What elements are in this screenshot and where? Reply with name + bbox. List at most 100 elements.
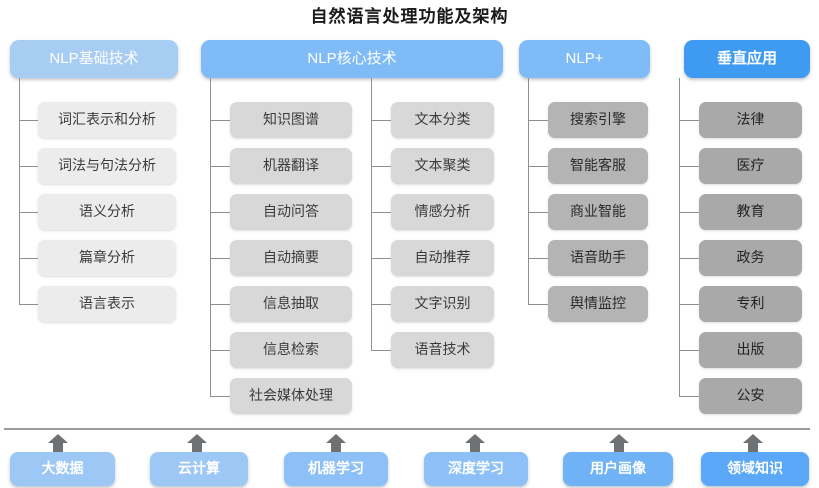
leaf-box[interactable]: 词汇表示和分析 xyxy=(38,102,176,138)
leaf-box[interactable]: 自动摘要 xyxy=(230,240,352,276)
foundation-label: 领域知识 xyxy=(727,460,783,477)
leaf-label: 商业智能 xyxy=(570,203,626,220)
connector-stub xyxy=(19,212,38,213)
group-header-nlp-core[interactable]: NLP核心技术 xyxy=(201,40,503,78)
leaf-box[interactable]: 公安 xyxy=(699,378,802,414)
arrow-up-icon xyxy=(464,434,486,454)
foundation-label: 云计算 xyxy=(178,460,220,477)
foundation-box-user-profile[interactable]: 用户画像 xyxy=(563,452,673,486)
leaf-box[interactable]: 语音技术 xyxy=(391,332,494,368)
leaf-label: 语义分析 xyxy=(79,203,135,220)
connector-trunk-col1 xyxy=(19,78,20,305)
arrow-up-icon xyxy=(325,434,347,454)
leaf-label: 自动问答 xyxy=(263,203,319,220)
leaf-box[interactable]: 语言表示 xyxy=(38,286,176,322)
leaf-box[interactable]: 政务 xyxy=(699,240,802,276)
connector-stub xyxy=(528,258,548,259)
arrow-up-icon xyxy=(186,434,208,454)
group-header-nlp-plus[interactable]: NLP+ xyxy=(519,40,650,78)
foundation-box-ml[interactable]: 机器学习 xyxy=(284,452,388,486)
leaf-box[interactable]: 社会媒体处理 xyxy=(230,378,352,414)
leaf-box[interactable]: 知识图谱 xyxy=(230,102,352,138)
leaf-box[interactable]: 出版 xyxy=(699,332,802,368)
foundation-box-bigdata[interactable]: 大数据 xyxy=(10,452,115,486)
leaf-label: 教育 xyxy=(736,203,765,220)
foundation-box-dl[interactable]: 深度学习 xyxy=(424,452,528,486)
connector-stub xyxy=(210,396,230,397)
leaf-box[interactable]: 情感分析 xyxy=(391,194,494,230)
leaf-box[interactable]: 信息抽取 xyxy=(230,286,352,322)
foundation-box-domain-knowledge[interactable]: 领域知识 xyxy=(701,452,809,486)
leaf-label: 舆情监控 xyxy=(570,295,626,312)
connector-stub xyxy=(210,304,230,305)
leaf-box[interactable]: 专利 xyxy=(699,286,802,322)
leaf-box[interactable]: 自动问答 xyxy=(230,194,352,230)
group-header-vertical-app[interactable]: 垂直应用 xyxy=(684,40,810,78)
leaf-box[interactable]: 机器翻译 xyxy=(230,148,352,184)
connector-stub xyxy=(679,212,699,213)
foundation-divider xyxy=(4,428,810,430)
group-header-nlp-basic[interactable]: NLP基础技术 xyxy=(10,40,178,78)
leaf-label: 信息抽取 xyxy=(263,295,319,312)
leaf-box[interactable]: 自动推荐 xyxy=(391,240,494,276)
arrow-up-icon xyxy=(742,434,764,454)
leaf-box[interactable]: 搜索引擎 xyxy=(548,102,648,138)
page-title: 自然语言处理功能及架构 xyxy=(310,7,509,26)
connector-stub xyxy=(371,212,391,213)
leaf-label: 社会媒体处理 xyxy=(249,387,333,404)
watermark-text xyxy=(600,480,819,488)
connector-stub xyxy=(679,166,699,167)
leaf-box[interactable]: 篇章分析 xyxy=(38,240,176,276)
leaf-label: 语音技术 xyxy=(414,341,471,358)
leaf-label: 情感分析 xyxy=(414,203,471,220)
leaf-label: 自动推荐 xyxy=(414,249,471,266)
leaf-label: 词汇表示和分析 xyxy=(58,111,156,128)
leaf-box[interactable]: 文本聚类 xyxy=(391,148,494,184)
group-header-label: NLP核心技术 xyxy=(307,49,397,67)
leaf-box[interactable]: 智能客服 xyxy=(548,148,648,184)
leaf-label: 智能客服 xyxy=(570,157,626,174)
leaf-label: 语音助手 xyxy=(570,249,626,266)
leaf-label: 篇章分析 xyxy=(79,249,135,266)
connector-stub xyxy=(19,120,38,121)
leaf-label: 知识图谱 xyxy=(263,111,319,128)
leaf-box[interactable]: 舆情监控 xyxy=(548,286,648,322)
connector-trunk-col3 xyxy=(371,78,372,351)
group-header-label: NLP+ xyxy=(565,49,604,67)
connector-stub xyxy=(210,120,230,121)
leaf-label: 信息检索 xyxy=(263,341,319,358)
connector-stub xyxy=(679,258,699,259)
connector-stub xyxy=(679,350,699,351)
connector-trunk-col2 xyxy=(210,78,211,397)
connector-stub xyxy=(371,350,391,351)
leaf-box[interactable]: 医疗 xyxy=(699,148,802,184)
connector-stub xyxy=(210,212,230,213)
leaf-box[interactable]: 教育 xyxy=(699,194,802,230)
connector-stub xyxy=(19,166,38,167)
leaf-label: 文本分类 xyxy=(414,111,471,128)
connector-stub xyxy=(528,212,548,213)
connector-stub xyxy=(371,120,391,121)
leaf-box[interactable]: 法律 xyxy=(699,102,802,138)
leaf-box[interactable]: 商业智能 xyxy=(548,194,648,230)
connector-stub xyxy=(528,166,548,167)
leaf-label: 文本聚类 xyxy=(414,157,471,174)
foundation-label: 深度学习 xyxy=(448,460,504,477)
leaf-box[interactable]: 文本分类 xyxy=(391,102,494,138)
connector-trunk-col4 xyxy=(528,78,529,305)
leaf-box[interactable]: 词法与句法分析 xyxy=(38,148,176,184)
connector-stub xyxy=(19,258,38,259)
group-header-label: 垂直应用 xyxy=(716,49,777,67)
leaf-box[interactable]: 信息检索 xyxy=(230,332,352,368)
connector-stub xyxy=(210,350,230,351)
connector-stub xyxy=(371,258,391,259)
foundation-box-cloud[interactable]: 云计算 xyxy=(150,452,248,486)
leaf-box[interactable]: 文字识别 xyxy=(391,286,494,322)
foundation-label: 机器学习 xyxy=(308,460,364,477)
leaf-box[interactable]: 语义分析 xyxy=(38,194,176,230)
group-header-label: NLP基础技术 xyxy=(49,49,139,67)
leaf-box[interactable]: 语音助手 xyxy=(548,240,648,276)
leaf-label: 政务 xyxy=(736,249,765,266)
connector-stub xyxy=(528,304,548,305)
